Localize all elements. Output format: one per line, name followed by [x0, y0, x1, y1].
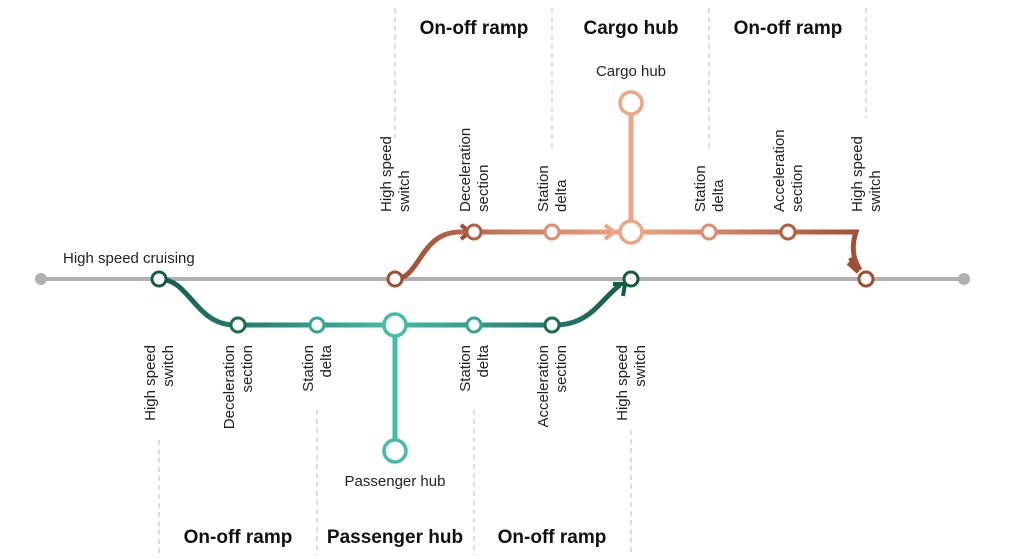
top-node-label-line1: Deceleration: [457, 128, 474, 212]
top-section-headers: On-off ramp Cargo hub On-off ramp: [420, 18, 843, 39]
bottom-node-label-line2: delta: [318, 344, 335, 377]
bottom-node-label-line1: Station: [300, 345, 317, 392]
cargo-node-deceleration: [465, 223, 483, 241]
cargo-node-station-delta: [543, 223, 561, 241]
passenger-node-station-delta: [308, 316, 326, 334]
bottom-node-labels: High speed switch Deceleration section S…: [142, 344, 649, 429]
cargo-node-switch-out: [857, 270, 875, 288]
bottom-section-on-off-ramp-right: On-off ramp: [498, 527, 607, 548]
bottom-node-label-line1: High speed: [614, 345, 631, 421]
top-node-label-line2: switch: [396, 170, 413, 212]
bottom-node-label-line2: switch: [160, 345, 177, 387]
top-node-label-line1: Station: [692, 165, 709, 212]
cargo-hub-label: Cargo hub: [596, 63, 666, 80]
bottom-node-label-line2: switch: [632, 345, 649, 387]
cargo-arrow-icon: [603, 223, 618, 241]
cargo-node-hub-junction: [618, 219, 644, 245]
bottom-node-label-line1: Acceleration: [535, 345, 552, 428]
bottom-section-headers: On-off ramp Passenger hub On-off ramp: [184, 527, 607, 548]
cargo-node-acceleration: [779, 223, 797, 241]
bottom-node-label-line2: section: [239, 345, 256, 393]
guide-lines: [158, 8, 867, 555]
passenger-hub-label: Passenger hub: [345, 473, 446, 490]
top-node-label-line2: delta: [710, 179, 727, 212]
main-line-endpoint-right: [958, 273, 970, 285]
top-node-label-line2: section: [475, 164, 492, 212]
top-node-label-line2: switch: [867, 170, 884, 212]
cargo-node-station-delta: [700, 223, 718, 241]
cargo-nodes: [386, 90, 875, 288]
top-node-label-line1: Station: [535, 165, 552, 212]
bottom-section-passenger-hub: Passenger hub: [327, 527, 463, 548]
bottom-node-label-line2: section: [553, 345, 570, 393]
passenger-hub-terminal: [382, 438, 408, 464]
bottom-node-label-line1: High speed: [142, 345, 159, 421]
passenger-node-switch-in: [622, 270, 640, 288]
top-node-label-line1: Acceleration: [771, 129, 788, 212]
bottom-section-on-off-ramp-left: On-off ramp: [184, 527, 293, 548]
passenger-node-acceleration: [543, 316, 561, 334]
top-node-label-line1: High speed: [849, 136, 866, 212]
top-node-label-line2: delta: [553, 179, 570, 212]
cargo-route-line: [394, 229, 863, 282]
top-node-label-line2: section: [789, 164, 806, 212]
bottom-node-label-line1: Deceleration: [221, 345, 238, 429]
cargo-branch: [394, 105, 863, 282]
main-line: [35, 273, 970, 285]
passenger-node-switch-out: [150, 270, 168, 288]
top-section-on-off-ramp-left: On-off ramp: [420, 18, 529, 39]
passenger-node-station-delta: [465, 316, 483, 334]
main-line-endpoint-left: [35, 273, 47, 285]
passenger-node-deceleration: [229, 316, 247, 334]
bottom-node-label-line1: Station: [457, 345, 474, 392]
cargo-hub-terminal: [618, 90, 644, 116]
top-node-labels: High speed switch Deceleration section S…: [378, 128, 884, 212]
bottom-node-label-line2: delta: [475, 344, 492, 377]
passenger-node-hub-junction: [382, 312, 408, 338]
cargo-node-switch-in: [386, 270, 404, 288]
top-section-on-off-ramp-right: On-off ramp: [734, 18, 843, 39]
passenger-nodes: [150, 270, 640, 464]
top-node-label-line1: High speed: [378, 136, 395, 212]
high-speed-cruising-label: High speed cruising: [63, 250, 195, 267]
top-section-cargo-hub: Cargo hub: [584, 18, 679, 39]
cargo-arrow-icon: [846, 257, 860, 274]
